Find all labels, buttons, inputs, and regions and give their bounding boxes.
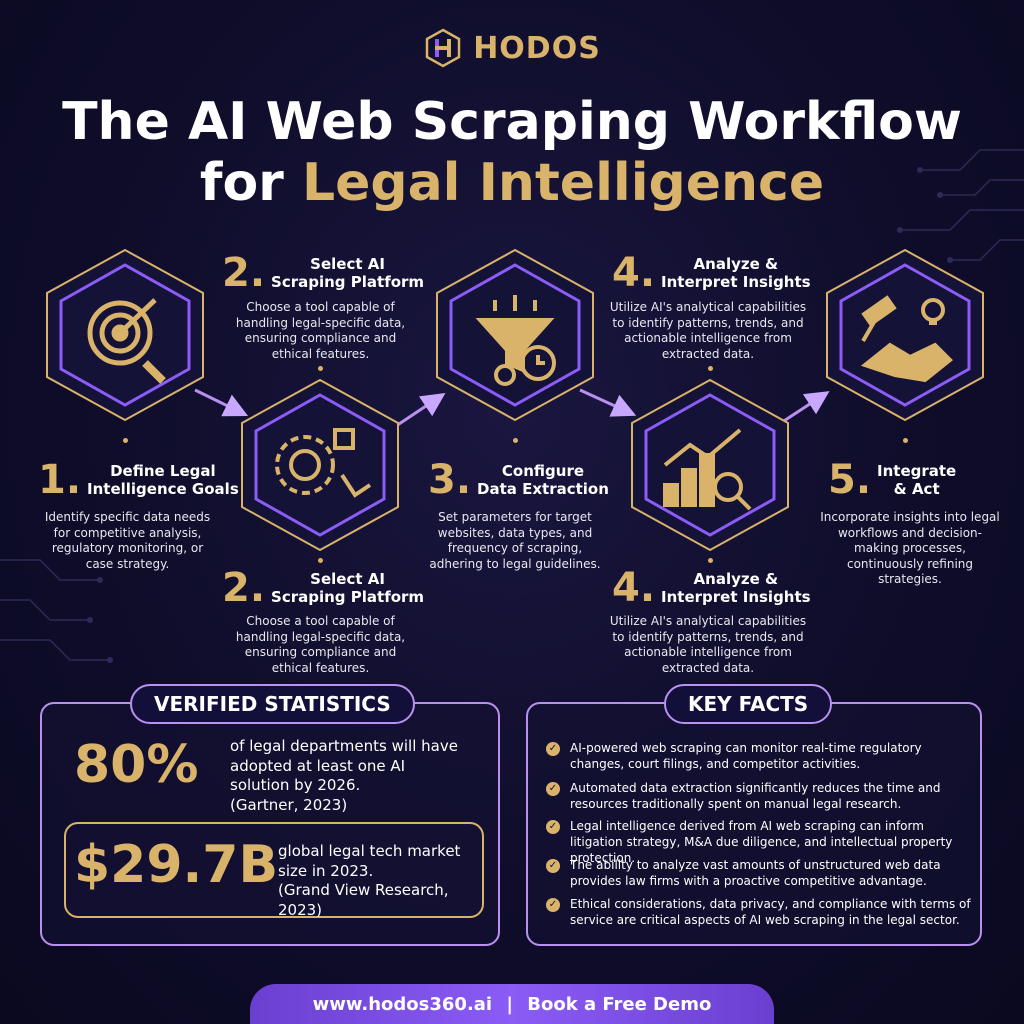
- statistics-tag: VERIFIED STATISTICS: [130, 684, 415, 724]
- funnel-clock-icon: [475, 295, 556, 386]
- gavel-handshake-icon: [860, 295, 953, 383]
- brand-header: HODOS: [0, 28, 1024, 68]
- check-icon: ✓: [546, 782, 560, 796]
- step-4-title-bottom: Analyze &Interpret Insights: [661, 570, 811, 606]
- step-5-number: 5.: [828, 457, 872, 503]
- hodos-logo-icon: [425, 28, 461, 68]
- footer-separator: |: [506, 994, 513, 1015]
- step-5-hexagon: [826, 248, 984, 422]
- step-4-description-bottom: Utilize AI's analytical capabilities to …: [609, 614, 807, 675]
- step-4-connector-bottom: [708, 558, 713, 563]
- circuit-decoration-right: [897, 149, 1024, 263]
- key-facts-tag: KEY FACTS: [664, 684, 833, 724]
- stat-2-box: [64, 822, 484, 918]
- step-1-number: 1.: [38, 457, 82, 503]
- check-icon: ✓: [546, 742, 560, 756]
- step-5-title: Integrate& Act: [877, 462, 957, 498]
- step-4-header-top: 4. Analyze &Interpret Insights: [612, 253, 811, 293]
- step-2-connector-top: [318, 366, 323, 371]
- step-5-connector: [903, 438, 908, 443]
- step-2-number-top: 2.: [222, 250, 266, 296]
- fact-item: ✓The ability to analyze vast amounts of …: [546, 857, 976, 889]
- target-magnifier-icon: [87, 298, 166, 384]
- check-icon: ✓: [546, 820, 560, 834]
- step-2-connector-bottom: [318, 558, 323, 563]
- brand-name: HODOS: [473, 30, 601, 66]
- step-3-description: Set parameters for target websites, data…: [429, 510, 601, 571]
- step-4-hexagon: [631, 378, 789, 552]
- stat-2-value: $29.7B: [74, 835, 279, 895]
- step-1-connector: [123, 438, 128, 443]
- fact-item: ✓Ethical considerations, data privacy, a…: [546, 896, 976, 928]
- step-3-number: 3.: [428, 457, 472, 503]
- fact-item: ✓Legal intelligence derived from AI web …: [546, 818, 976, 867]
- step-2-description-top: Choose a tool capable of handling legal-…: [235, 300, 406, 361]
- stat-1-value: 80%: [74, 735, 199, 795]
- title-line-2: for Legal Intelligence: [199, 153, 825, 214]
- fact-item: ✓AI-powered web scraping can monitor rea…: [546, 740, 976, 772]
- step-5-description: Incorporate insights into legal workflow…: [820, 510, 1000, 587]
- step-2-number-bottom: 2.: [222, 565, 266, 611]
- ai-gear-robot-icon: [275, 428, 372, 498]
- key-facts-panel: [526, 702, 982, 946]
- check-icon: ✓: [546, 898, 560, 912]
- step-4-connector-top: [708, 366, 713, 371]
- step-2-hexagon: [241, 378, 399, 552]
- website-link[interactable]: www.hodos360.ai: [312, 994, 493, 1015]
- step-3-connector: [513, 438, 518, 443]
- title-highlight: Legal Intelligence: [301, 153, 825, 214]
- circuit-decoration-left: [0, 559, 113, 663]
- step-4-number-bottom: 4.: [612, 565, 656, 611]
- step-2-description-bottom: Choose a tool capable of handling legal-…: [235, 614, 406, 675]
- step-4-title-top: Analyze &Interpret Insights: [661, 255, 811, 291]
- step-3-hexagon: [436, 248, 594, 422]
- step-4-number-top: 4.: [612, 250, 656, 296]
- title-line-1: The AI Web Scraping Workflow: [62, 92, 962, 152]
- step-1-hexagon: [46, 248, 204, 422]
- step-5-header: 5. Integrate& Act: [828, 460, 956, 500]
- book-demo-link[interactable]: Book a Free Demo: [527, 994, 712, 1015]
- step-4-description-top: Utilize AI's analytical capabilities to …: [609, 300, 807, 361]
- page-title: The AI Web Scraping Workflow for Legal I…: [0, 92, 1024, 215]
- step-4-header-bottom: 4. Analyze &Interpret Insights: [612, 568, 811, 608]
- footer-bar: www.hodos360.ai | Book a Free Demo: [250, 984, 774, 1024]
- check-icon: ✓: [546, 859, 560, 873]
- fact-item: ✓Automated data extraction significantly…: [546, 780, 976, 812]
- step-1-description: Identify specific data needs for competi…: [44, 510, 211, 571]
- growth-chart-icon: [663, 428, 752, 511]
